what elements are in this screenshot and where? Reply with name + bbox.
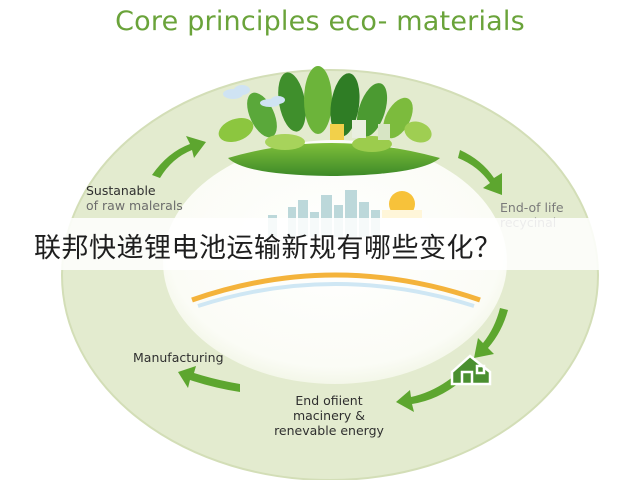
label-raw-line2: of raw malerals <box>86 198 183 213</box>
house-icon <box>450 354 492 386</box>
cloud-icon <box>223 85 285 107</box>
green-hill <box>228 143 440 176</box>
label-eff-line2: macinery & <box>292 408 366 423</box>
label-eff-line3: renevable energy <box>274 423 384 438</box>
diagram-title: Core principles eco- materials <box>115 6 525 37</box>
label-raw-line1: Sustanable <box>86 183 156 198</box>
overlay-headline: 联邦快递锂电池运输新规有哪些变化？ <box>34 233 502 264</box>
sun-icon <box>382 191 422 218</box>
leaf-cluster-icon <box>218 66 432 152</box>
label-efficient-machinery: End ofiient macinery & renevable energy <box>270 393 388 438</box>
horizon-arc <box>191 272 481 303</box>
label-raw-materials: Sustanable of raw malerals <box>86 183 183 213</box>
label-eff-line1: End ofiient <box>295 393 363 408</box>
overlay-banner <box>22 218 608 270</box>
cycle-arrow-icon <box>152 136 508 412</box>
label-eol-line1: End-of life <box>500 200 564 215</box>
label-manufacturing: Manufacturing <box>133 350 224 365</box>
